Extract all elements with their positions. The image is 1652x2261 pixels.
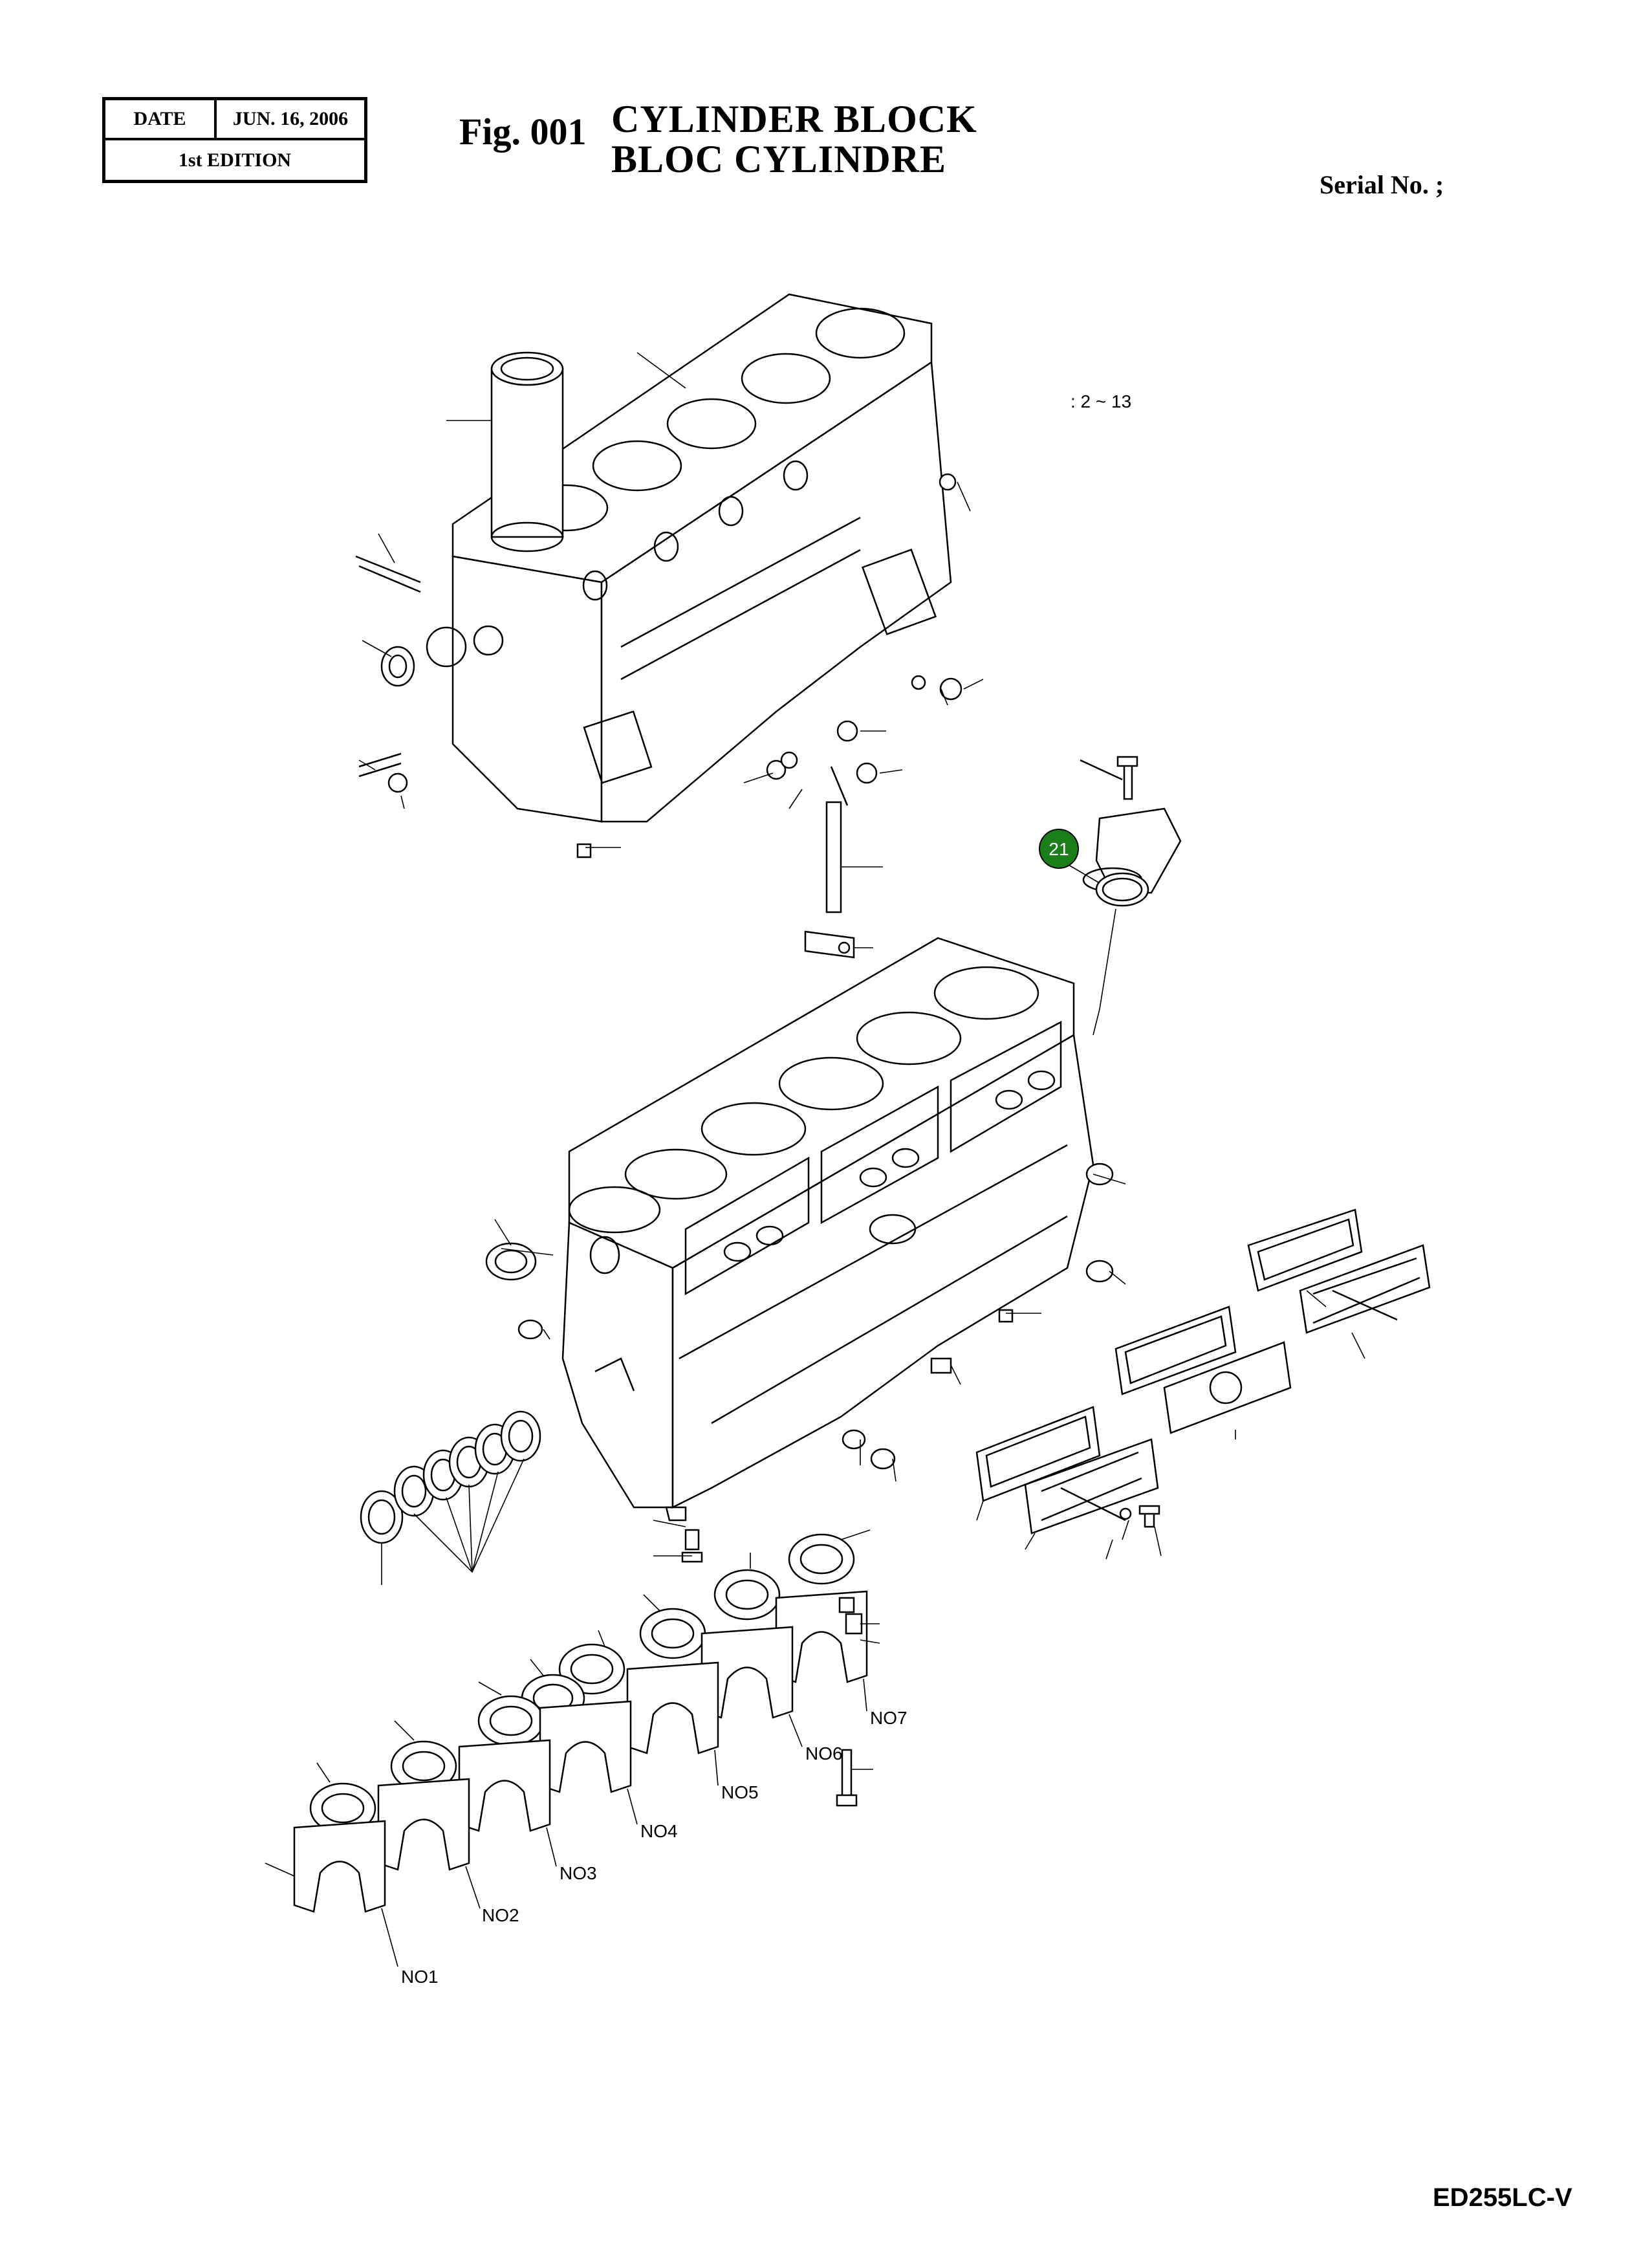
date-row: DATE JUN. 16, 2006 [105, 100, 364, 140]
date-label: DATE [105, 100, 217, 138]
edition-label: 1st EDITION [178, 149, 292, 171]
date-box: DATE JUN. 16, 2006 1st EDITION [102, 97, 367, 183]
serial-number-label: Serial No. ; [1320, 170, 1444, 199]
cover-plate-assembly [1060, 756, 1182, 1036]
cap-label-no6: NO6 [805, 1743, 843, 1764]
range-note: : 2 ~ 13 [1071, 391, 1131, 411]
figure-number: Fig. 001 [459, 111, 587, 153]
model-code: ED255LC-V [1433, 2183, 1572, 2212]
callout-number: 21 [1049, 839, 1069, 859]
bearing-cap-shapes [265, 1590, 880, 1913]
cap-label-no3: NO3 [560, 1863, 597, 1883]
callout-21: 21 [1039, 829, 1079, 869]
cap-label-no5: NO5 [721, 1782, 759, 1802]
title-english: CYLINDER BLOCK [611, 98, 977, 140]
cap-label-no4: NO4 [640, 1821, 678, 1841]
date-value: JUN. 16, 2006 [232, 108, 349, 129]
title-french: BLOC CYLINDRE [611, 138, 947, 180]
cap-label-no2: NO2 [482, 1905, 519, 1925]
cap-label-no1: NO1 [401, 1967, 439, 1987]
main-bearing-caps: NO1 NO2 NO3 NO4 NO5 NO6 NO7 [265, 1529, 908, 1987]
cap-label-no7: NO7 [870, 1708, 908, 1728]
camshaft-bushings [360, 1410, 541, 1585]
side-covers [975, 1208, 1431, 1560]
main-cylinder-block [485, 937, 1126, 1563]
upper-cylinder-block [355, 293, 984, 959]
bearing-shells [309, 1529, 871, 1834]
